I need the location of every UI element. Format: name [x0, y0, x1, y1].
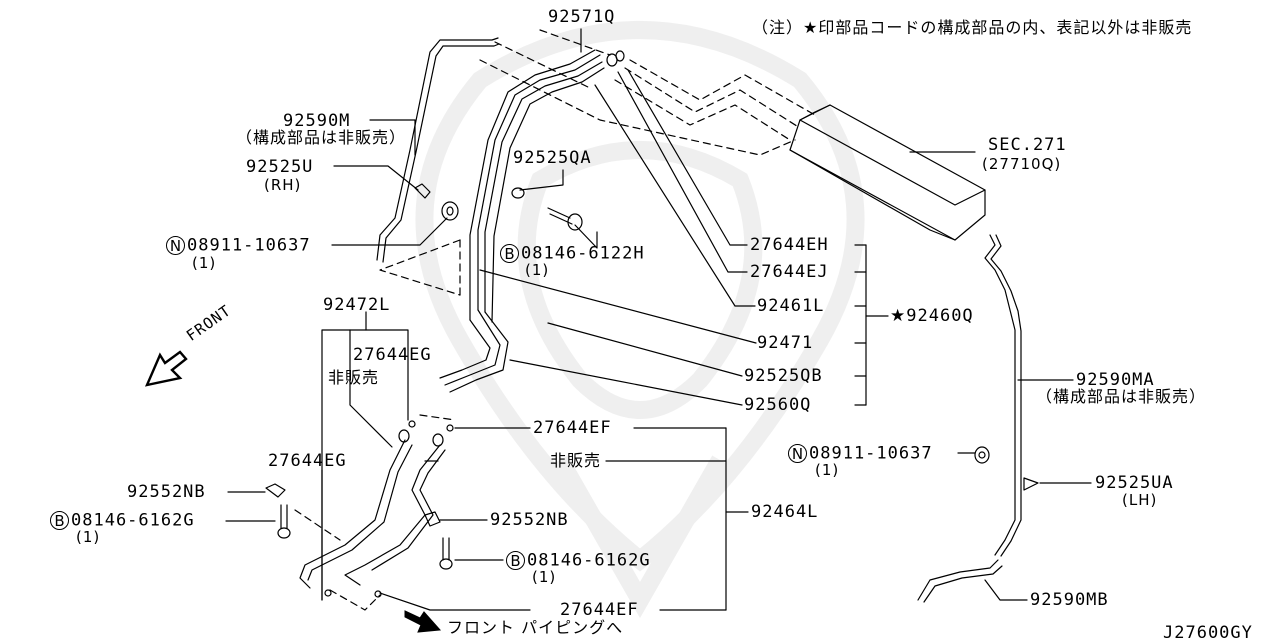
ref-sec271-sub: (27710Q) [982, 155, 1062, 173]
not-sold-label-upper: 非販売 [328, 368, 380, 387]
pipes [299, 37, 1022, 603]
part-27644EF-upper[interactable]: 27644EF [533, 418, 612, 438]
bolt-6162G-left [277, 504, 291, 539]
nut-left-number: 08911-10637 [187, 235, 311, 256]
nut-right [974, 446, 990, 464]
part-92460Q-number: 92460Q [906, 306, 974, 326]
clip-92552NB-left [265, 483, 286, 498]
part-92464L[interactable]: 92464L [751, 502, 819, 522]
clip-92525QA [511, 187, 525, 199]
part-92525UA-side: (LH) [1122, 491, 1158, 509]
part-92525QB[interactable]: 92525QB [744, 366, 823, 386]
ref-sec271[interactable]: SEC.271 [988, 135, 1067, 155]
part-92552NB-left[interactable]: 92552NB [127, 482, 206, 502]
star-icon: ★ [890, 306, 907, 326]
part-27644EG-lower[interactable]: 27644EG [268, 451, 347, 471]
part-92472L[interactable]: 92472L [323, 295, 391, 315]
part-27644EJ[interactable]: 27644EJ [750, 262, 829, 282]
part-92552NB-right[interactable]: 92552NB [490, 510, 569, 530]
bolt-g-left-qty: (1) [76, 528, 101, 546]
front-arrow-icon [144, 350, 188, 387]
bolt-g-right-number: 08146-6162G [527, 550, 651, 571]
nut-symbol-icon: N [788, 444, 807, 463]
part-27644EH[interactable]: 27644EH [750, 235, 829, 255]
bolt-6162G-right [439, 537, 453, 570]
bolt-symbol-icon: B [506, 551, 525, 570]
part-27644EF-lower[interactable]: 27644EF [560, 600, 639, 620]
note-text: （注）★印部品コードの構成部品の内、表記以外は非販売 [752, 18, 1193, 37]
bolt-g-left-number: 08146-6162G [71, 510, 195, 531]
nut-right-qty: (1) [815, 461, 840, 479]
clip-92552NB-right [424, 511, 441, 527]
part-92571Q[interactable]: 92571Q [548, 7, 616, 27]
part-92461L[interactable]: 92461L [757, 296, 825, 316]
nut-left [441, 201, 459, 221]
dashed-lines [294, 29, 816, 611]
part-92525QA[interactable]: 92525QA [513, 148, 592, 168]
bolt-g-right-qty: (1) [532, 568, 557, 586]
connector-small [324, 50, 625, 598]
bolt-h-qty: (1) [525, 261, 550, 279]
part-92590MB[interactable]: 92590MB [1030, 590, 1109, 610]
bolt-6122H [547, 207, 583, 231]
part-92590M[interactable]: 92590M [283, 111, 351, 131]
nut-symbol-icon: N [166, 236, 185, 255]
part-92460Q[interactable]: ★92460Q [890, 307, 974, 325]
front-piping-arrow-icon [404, 610, 442, 633]
part-92560Q[interactable]: 92560Q [744, 395, 812, 415]
bolt-symbol-icon: B [50, 511, 69, 530]
nut-left-qty: (1) [192, 254, 217, 272]
part-92590MA-note: （構成部品は非販売） [1036, 387, 1207, 406]
part-92590M-note: （構成部品は非販売） [236, 128, 407, 147]
clip-92525U [414, 183, 431, 199]
leader-lines [225, 28, 1092, 611]
not-sold-label-lower: 非販売 [550, 451, 602, 470]
part-92525U-side: (RH) [264, 176, 302, 194]
diagram-code: J27600GY [1163, 623, 1253, 643]
bolt-symbol-icon: B [500, 244, 519, 263]
front-piping-label[interactable]: フロント パイピングへ [447, 618, 624, 637]
part-27644EG-upper[interactable]: 27644EG [353, 345, 432, 365]
part-92525U[interactable]: 92525U [246, 157, 314, 177]
nut-right-number: 08911-10637 [809, 443, 933, 464]
clip-92525UA [1023, 477, 1039, 491]
part-92471[interactable]: 92471 [757, 333, 814, 353]
bolt-h-number: 08146-6122H [521, 243, 645, 264]
part-92590MA[interactable]: 92590MA [1076, 370, 1155, 390]
part-92525UA[interactable]: 92525UA [1095, 473, 1174, 493]
